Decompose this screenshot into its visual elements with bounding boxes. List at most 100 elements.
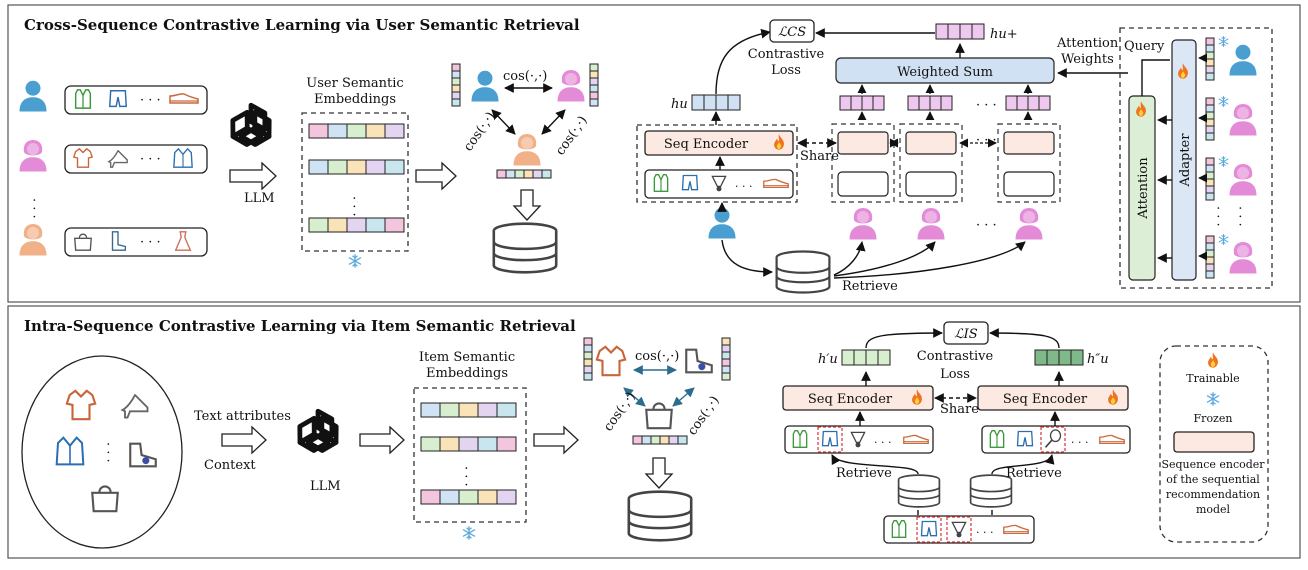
loss-is-symbol: ℒIS [954,327,977,342]
retrieved-vector-cell [839,95,852,111]
embedding-cell [384,159,405,175]
legend-encoder-swatch [1173,431,1255,453]
hu-plus-label: hu+ [990,27,1018,42]
text-attributes-label: Text attributes [194,409,291,424]
embedding-cell [439,402,460,418]
retrieved-user-block [899,123,963,203]
embedding-cell [1205,270,1215,279]
hu-label: hu [671,97,688,112]
embedding-cell [1205,97,1215,106]
embedding-cell [589,91,599,100]
loss-is-box [943,321,989,345]
hollow-arrow-down [644,457,674,489]
embedding-cell [1205,44,1215,53]
embedding-cell [477,402,498,418]
legend-encoder-line3: recommendation [1166,488,1260,501]
hu-dprime-vector-cell [1058,349,1072,366]
embedding-cell [451,98,461,107]
embedding-cell [1205,72,1215,81]
ellipsis: · · · [976,133,997,148]
seq-encoder-box-right [977,385,1129,411]
embedding-cell [439,489,460,505]
seq-encoder-box [837,131,889,155]
item-embedding-rows: · · · [420,402,517,505]
vertical-ellipsis: · · · [1210,206,1225,227]
item-embedding-matrix [413,387,527,523]
embedding-cell [458,402,479,418]
embedding-cell [1205,164,1215,173]
embedding-cell [583,372,593,381]
adapter-inputs [1198,36,1257,279]
embedding-cell [1205,192,1215,201]
hollow-arrow [359,425,405,455]
embedding-cell [1205,125,1215,134]
vertical-ellipsis: · · · [346,196,361,217]
retrieved-vector-cell [861,95,874,111]
embedding-cell [677,435,688,445]
item-embeddings-title-line1: Item Semantic [419,350,515,365]
retrieve-label: Retrieve [836,466,892,481]
embedding-cell [589,98,599,107]
hu-plus-vector-cell [935,23,949,40]
retrieve-label: Retrieve [842,279,898,294]
embedding-cell [451,63,461,72]
embedding-cell [496,489,517,505]
hu-dprime-vector-cell [1034,349,1048,366]
seq-encoder-box-left [782,385,934,411]
embedding-cell [346,159,367,175]
embedding-cell [1205,256,1215,265]
legend-frozen: Frozen [1194,412,1233,425]
vertical-ellipsis: · · · [26,198,41,219]
retrieved-vector-cell [940,95,953,111]
retrieved-vector-cell [1016,95,1029,111]
embedding-cell [420,402,441,418]
item-sequence-box [64,227,208,257]
loss-line1: Contrastive [917,349,994,364]
retrieve-label: Retrieve [1006,466,1062,481]
loss-cs-box [769,19,815,43]
embedding-cell [721,344,731,353]
embedding-cell [505,169,516,179]
vertical-ellipsis: · · · [1232,206,1247,227]
seq-encoder-label: Seq Encoder [664,137,749,152]
hu-plus-vector-cell [971,23,985,40]
user-embedding-rows: · · · [308,123,405,233]
attention-weights-line1: Attention [1056,36,1119,51]
cos-label: cos(·,·) [503,69,547,84]
hu-prime-vector-cell [841,349,855,366]
attention-weights-line2: Weights [1061,52,1114,67]
embedding-cell [1205,37,1215,46]
seq-encoder-label: Seq Encoder [1003,392,1088,407]
user-sequence-list: · · · · · · · · · · · · [19,80,208,257]
legend-encoder-line2: of the sequential [1166,473,1260,486]
hu-vector-cell [703,94,717,111]
cos-label: cos(·,·) [635,349,679,364]
hu-plus-vector-cell [947,23,961,40]
embedding-cell [721,351,731,360]
embedding-cell [1205,65,1215,74]
embedding-cell [439,436,460,452]
embedding-cell [532,169,543,179]
embedding-cell [1205,104,1215,113]
hu-prime-vector-cell [877,349,891,366]
sequence-ellipsis: · · · [1071,436,1088,449]
attention-label: Attention [1136,157,1151,220]
query-user-block [636,124,798,203]
item-sequence-box [64,85,208,115]
weighted-sum-box [835,57,1055,84]
embedding-cell [650,435,661,445]
embedding-cell [420,489,441,505]
embedding-cell [1205,132,1215,141]
embedding-cell [420,436,441,452]
embedding-cell [458,489,479,505]
legend-encoder-line4: model [1196,503,1231,516]
loss-cs-symbol: ℒCS [778,25,806,40]
legend-encoder-line1: Sequence encoder [1161,458,1265,471]
hu-dprime-vector-cell [1046,349,1060,366]
hu-prime-vector-cell [853,349,867,366]
embedding-cell [496,402,517,418]
item-embeddings-title-line2: Embeddings [426,366,508,381]
embedding-cell [641,435,652,445]
adapter-label: Adapter [1178,133,1193,188]
embedding-cell [477,489,498,505]
